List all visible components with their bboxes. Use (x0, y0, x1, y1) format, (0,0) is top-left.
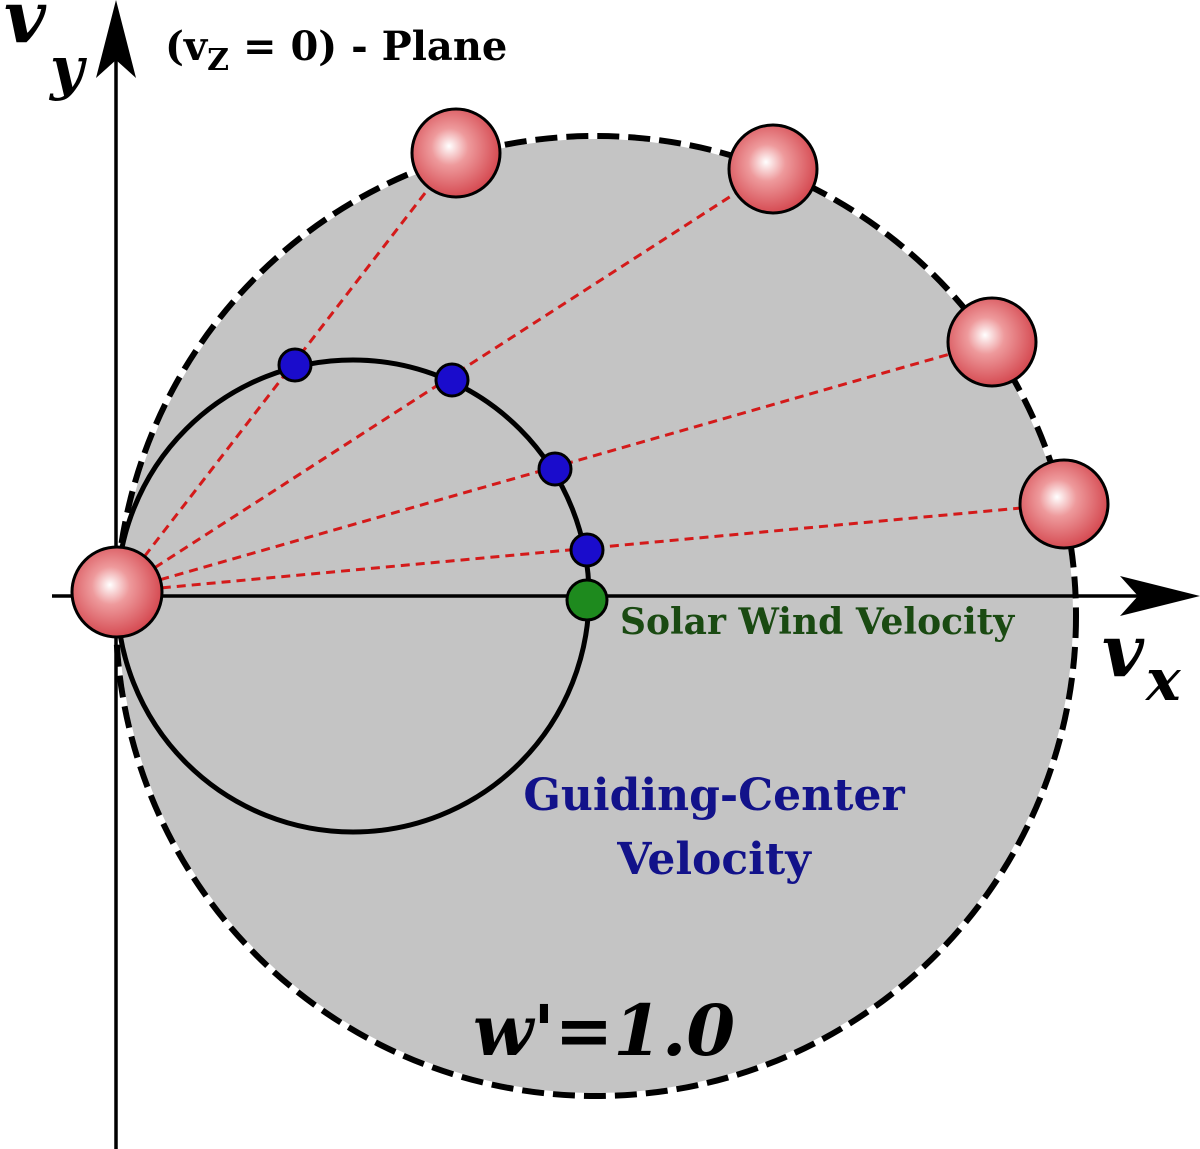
solar-wind-label: Solar Wind Velocity (620, 601, 1015, 643)
guiding-center-point (537, 451, 573, 487)
ion-sphere (727, 123, 819, 215)
plane-title: (vZ = 0) - Plane (165, 23, 507, 78)
guiding-center-label-line2: Velocity (616, 834, 812, 885)
x-axis-symbol: v (1102, 608, 1145, 693)
y-axis-symbol: v (4, 0, 47, 59)
projection-line (116, 502, 1065, 594)
shell-speed-label: w'=1.0 (473, 989, 735, 1072)
ion-sphere (946, 296, 1038, 388)
guiding-center-label-line1: Guiding-Center (523, 770, 905, 821)
x-axis-arrowhead (1120, 576, 1200, 616)
y-axis-subscript: y (48, 34, 88, 102)
plane-title-subscript: Z (207, 43, 229, 78)
guiding-center-point (434, 362, 470, 398)
guiding-center-point (569, 532, 605, 568)
guiding-center-points (277, 347, 605, 568)
origin-ion-sphere (70, 545, 164, 639)
guiding-center-point (277, 347, 313, 383)
plane-title-prefix: (v (165, 23, 209, 70)
solar-wind-point (565, 578, 609, 622)
shell-ions (410, 107, 1110, 550)
y-axis-arrowhead (96, 0, 136, 78)
plane-title-suffix: = 0) - Plane (229, 23, 507, 70)
ion-sphere (1018, 458, 1110, 550)
ion-sphere (410, 107, 502, 199)
x-axis-subscript: x (1144, 646, 1182, 714)
